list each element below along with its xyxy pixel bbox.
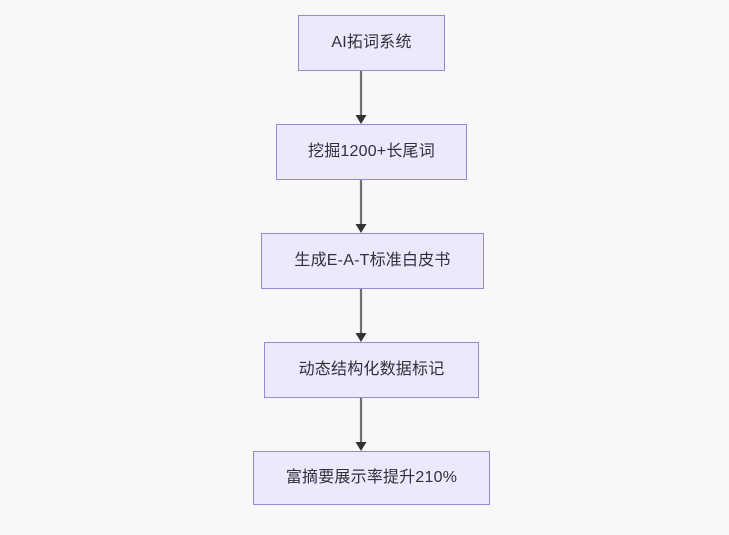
flow-connector-arrow xyxy=(351,289,371,342)
flow-connector-arrow xyxy=(351,71,371,124)
flow-node-label: AI拓词系统 xyxy=(331,34,412,52)
flow-node-4[interactable]: 动态结构化数据标记 xyxy=(264,342,479,398)
flow-node-label: 挖掘1200+长尾词 xyxy=(308,143,435,161)
flow-node-2[interactable]: 挖掘1200+长尾词 xyxy=(276,124,467,180)
flow-node-label: 富摘要展示率提升210% xyxy=(285,469,458,487)
flow-node-1[interactable]: AI拓词系统 xyxy=(298,15,445,71)
flow-node-label: 动态结构化数据标记 xyxy=(298,361,445,379)
flow-connector-arrow xyxy=(351,398,371,451)
flow-node-5[interactable]: 富摘要展示率提升210% xyxy=(253,451,490,505)
flow-node-label: 生成E-A-T标准白皮书 xyxy=(294,252,451,270)
flow-node-3[interactable]: 生成E-A-T标准白皮书 xyxy=(261,233,484,289)
flow-connector-arrow xyxy=(351,180,371,233)
